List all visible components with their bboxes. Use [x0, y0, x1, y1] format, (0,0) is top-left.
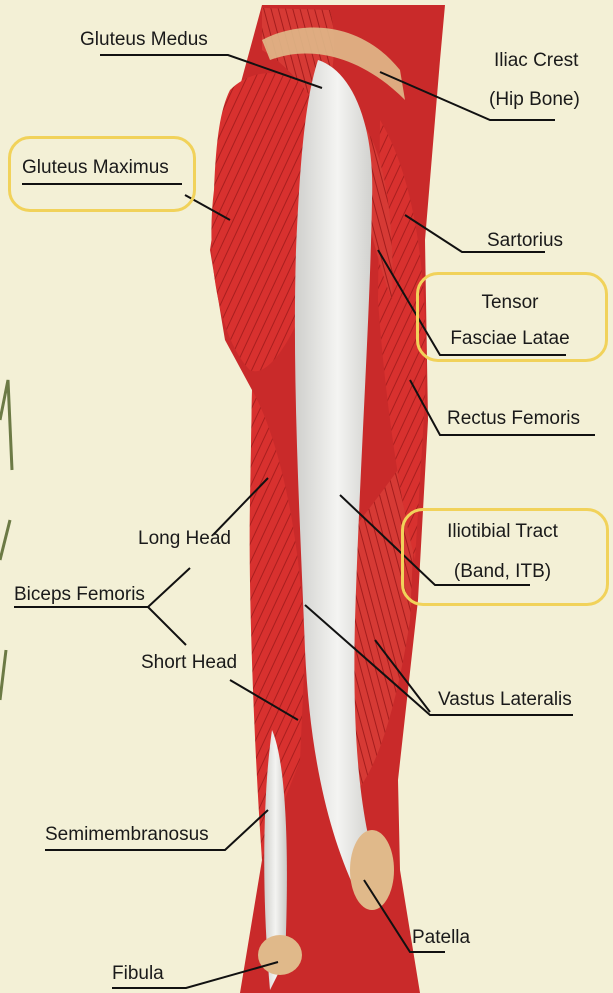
- label-iliac-crest-line2: (Hip Bone): [489, 88, 580, 112]
- left-decor-lines: [0, 380, 12, 700]
- patella-bone: [350, 830, 394, 910]
- label-semimembranosus: Semimembranosus: [45, 823, 209, 847]
- label-vastus-lateralis: Vastus Lateralis: [438, 688, 572, 712]
- label-tensor-line1: Tensor: [420, 291, 600, 315]
- label-iliotibial-line1: Iliotibial Tract: [405, 520, 600, 544]
- label-biceps-femoris: Biceps Femoris: [14, 583, 145, 607]
- gluteus-maximus-underline: [22, 183, 182, 185]
- fibula-bone: [258, 935, 302, 975]
- label-tensor-line2: Fasciae Latae: [420, 327, 600, 351]
- label-gluteus-medus: Gluteus Medus: [80, 28, 208, 52]
- label-gluteus-maximus: Gluteus Maximus: [22, 156, 169, 180]
- label-short-head: Short Head: [141, 651, 237, 675]
- label-iliac-crest-line1: Iliac Crest: [494, 49, 578, 73]
- label-long-head: Long Head: [138, 527, 231, 551]
- label-sartorius: Sartorius: [487, 229, 563, 253]
- label-rectus-femoris: Rectus Femoris: [447, 407, 580, 431]
- label-fibula: Fibula: [112, 962, 164, 986]
- label-iliotibial-line2: (Band, ITB): [405, 560, 600, 584]
- label-patella: Patella: [412, 926, 470, 950]
